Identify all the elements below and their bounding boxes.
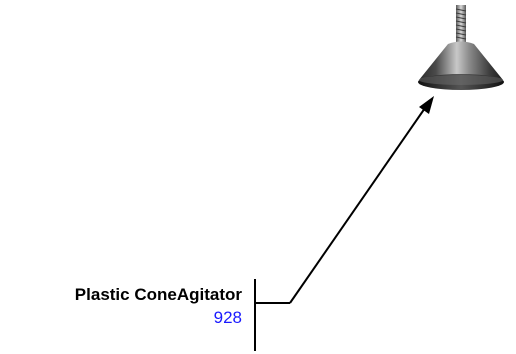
part-number-link[interactable]: 928 [213,308,242,327]
cone-agitator-image[interactable] [418,5,504,90]
arrowhead-icon [419,96,434,114]
part-name: Plastic ConeAgitator [74,285,242,304]
part-callout-label: Plastic ConeAgitator 928 [75,283,242,329]
callout-leader [254,96,434,351]
